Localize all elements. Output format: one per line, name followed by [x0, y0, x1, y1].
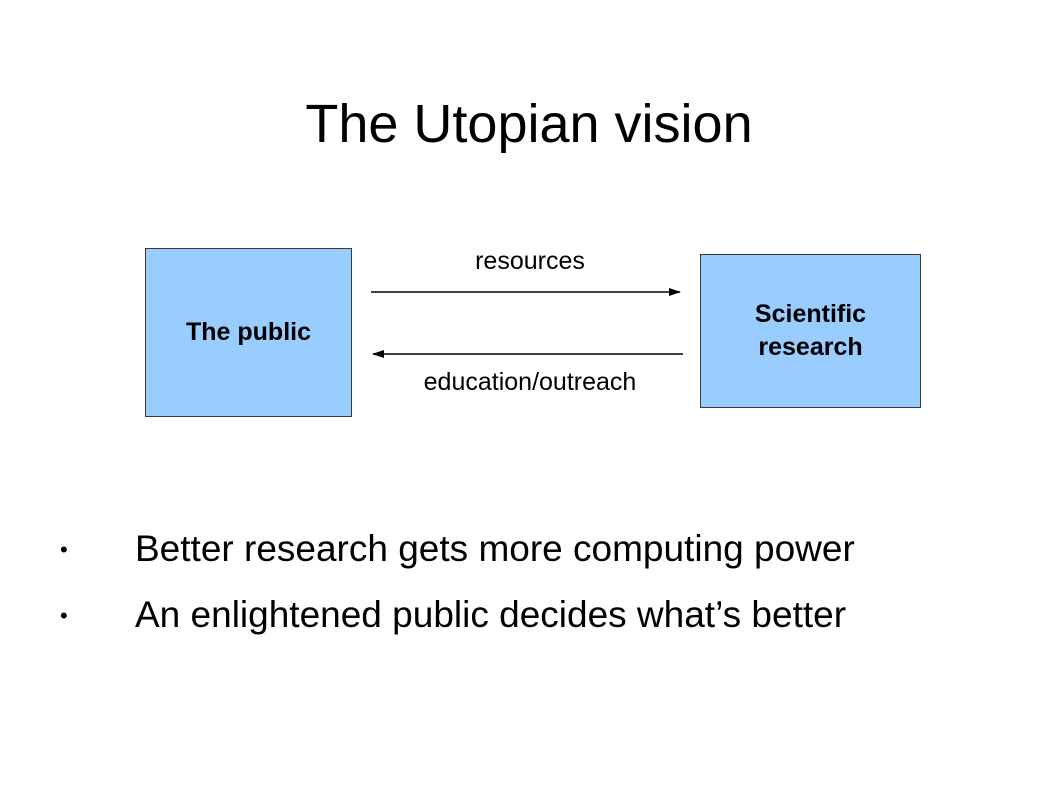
bullet-item: • An enlightened public decides what’s b… [0, 591, 1058, 639]
bullet-item: • Better research gets more computing po… [0, 525, 1058, 573]
node-scientific-research-label: Scientific research [754, 300, 867, 361]
bullet-text: Better research gets more computing powe… [135, 528, 855, 569]
bullet-marker: • [60, 537, 68, 562]
node-the-public: The public [145, 248, 352, 417]
bullet-marker: • [60, 603, 68, 628]
node-the-public-label: The public [186, 318, 311, 346]
edge-label-resources: resources [475, 247, 585, 275]
slide-title: The Utopian vision [305, 94, 753, 155]
bullet-text: An enlightened public decides what’s bet… [135, 594, 847, 635]
node-scientific-research: Scientific research [700, 254, 921, 408]
edge-label-education-outreach: education/outreach [423, 368, 637, 396]
